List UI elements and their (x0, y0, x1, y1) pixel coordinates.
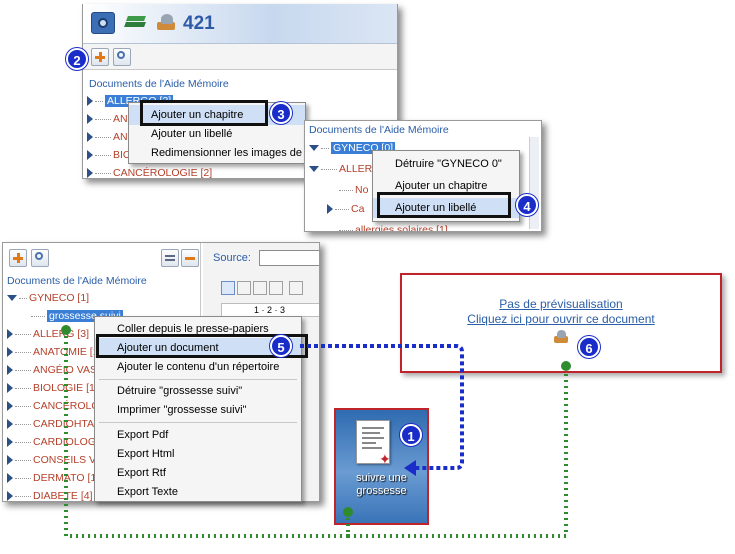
pdf-file-icon: ✦ (356, 420, 391, 467)
step-badge-4: 4 (516, 194, 538, 216)
step-badge-2: 2 (66, 48, 88, 70)
menu-item-add-label[interactable]: Ajouter un libellé (373, 198, 519, 218)
tree-node[interactable]: DIABETE [4] (7, 487, 93, 501)
tree-node[interactable]: ANATOMIE [14] (7, 343, 107, 361)
align-left-icon[interactable] (221, 281, 235, 295)
tree-node[interactable]: allergies solaires [1] (337, 221, 448, 231)
menu-separator (99, 379, 297, 380)
magnifier-icon (117, 51, 125, 59)
format-toolbar (221, 281, 319, 299)
step-badge-6: 6 (578, 336, 600, 358)
menu-item-print-document[interactable]: Imprimer "grossesse suivi" (117, 404, 247, 416)
search-button[interactable] (31, 249, 49, 267)
lines-icon (165, 255, 175, 261)
tree-node[interactable]: ALLER (309, 160, 372, 178)
open-document-link[interactable]: Cliquez ici pour ouvrir ce document (467, 312, 655, 326)
source-field[interactable] (259, 250, 319, 266)
source-label: Source: (213, 252, 251, 264)
tree-node[interactable]: CARDIOHTA [1 (7, 415, 105, 433)
menu-item-export-html[interactable]: Export Html (117, 448, 175, 460)
context-menu-chapter: Ajouter un chapitre Ajouter un libellé R… (128, 102, 308, 164)
remove-button[interactable] (181, 249, 199, 267)
context-menu-label: Détruire "GYNECO 0" Ajouter un chapitre … (372, 150, 520, 222)
pdf-icon: ✦ (379, 451, 391, 467)
magnifier-icon (35, 252, 43, 260)
step-badge-5: 5 (270, 335, 292, 357)
line-spacing-icon[interactable] (289, 281, 303, 295)
menu-item-export-pdf[interactable]: Export Pdf (117, 429, 169, 441)
menu-item-add-chapter[interactable]: Ajouter un chapitre (395, 180, 488, 192)
add-button[interactable] (9, 249, 27, 267)
menu-item-add-chapter[interactable]: Ajouter un chapitre (129, 105, 305, 125)
minus-icon (185, 257, 195, 260)
scrollbar[interactable] (529, 137, 539, 229)
toolbar (83, 44, 397, 70)
menu-item-destroy-document[interactable]: Détruire "grossesse suivi" (117, 385, 243, 397)
tree-node[interactable]: AN (87, 128, 128, 146)
stamp-icon[interactable] (554, 330, 570, 344)
ruler: 1 · 2 · 3 (221, 303, 319, 317)
app-header: 421 (83, 4, 397, 44)
highlight-add-chapter (140, 100, 268, 126)
tree-node[interactable]: No (337, 181, 368, 199)
add-button[interactable] (91, 48, 109, 66)
menu-item-export-text[interactable]: Export Texte (117, 486, 178, 498)
step-badge-1: 1 (400, 424, 422, 446)
collapse-button[interactable] (161, 249, 179, 267)
menu-item-destroy-gyneco[interactable]: Détruire "GYNECO 0" (395, 158, 502, 170)
search-button[interactable] (113, 48, 131, 66)
books-icon[interactable] (123, 12, 147, 34)
tree-title: Documents de l'Aide Mémoire (89, 78, 229, 90)
tree-node[interactable]: Ca (327, 200, 364, 218)
menu-item-add-folder-content[interactable]: Ajouter le contenu d'un répertoire (117, 361, 280, 373)
tree-title: Documents de l'Aide Mémoire (309, 124, 449, 136)
menu-item-resize-images[interactable]: Redimensionner les images de ' (151, 147, 308, 159)
preview-box[interactable]: Pas de prévisualisation Cliquez ici pour… (400, 273, 722, 373)
align-center-icon[interactable] (237, 281, 251, 295)
menu-item-add-label[interactable]: Ajouter un libellé (151, 128, 233, 140)
tree-node[interactable]: BIOLOGIE [14] (7, 379, 104, 397)
justify-icon[interactable] (269, 281, 283, 295)
align-right-icon[interactable] (253, 281, 267, 295)
tree-node[interactable]: ALLERG [3] (7, 325, 89, 343)
tree-node[interactable]: DERMATO [17] (7, 469, 105, 487)
file-name: suivre une grossesse (356, 472, 407, 497)
tree-node[interactable]: GYNECO [1] (7, 289, 89, 307)
stamp-icon[interactable] (155, 12, 179, 34)
highlight-add-label (377, 192, 511, 218)
tree-title: Documents de l'Aide Mémoire (7, 275, 147, 287)
no-preview-link[interactable]: Pas de prévisualisation (499, 297, 623, 311)
tree-node[interactable]: BIO (87, 146, 131, 164)
step-badge-3: 3 (270, 102, 292, 124)
patient-count: 421 (183, 13, 215, 34)
menu-separator (99, 422, 297, 423)
camera-icon[interactable] (91, 12, 115, 34)
tree-node[interactable]: CANCÉROLOGIE [2] (87, 164, 212, 178)
menu-item-export-rtf[interactable]: Export Rtf (117, 467, 166, 479)
